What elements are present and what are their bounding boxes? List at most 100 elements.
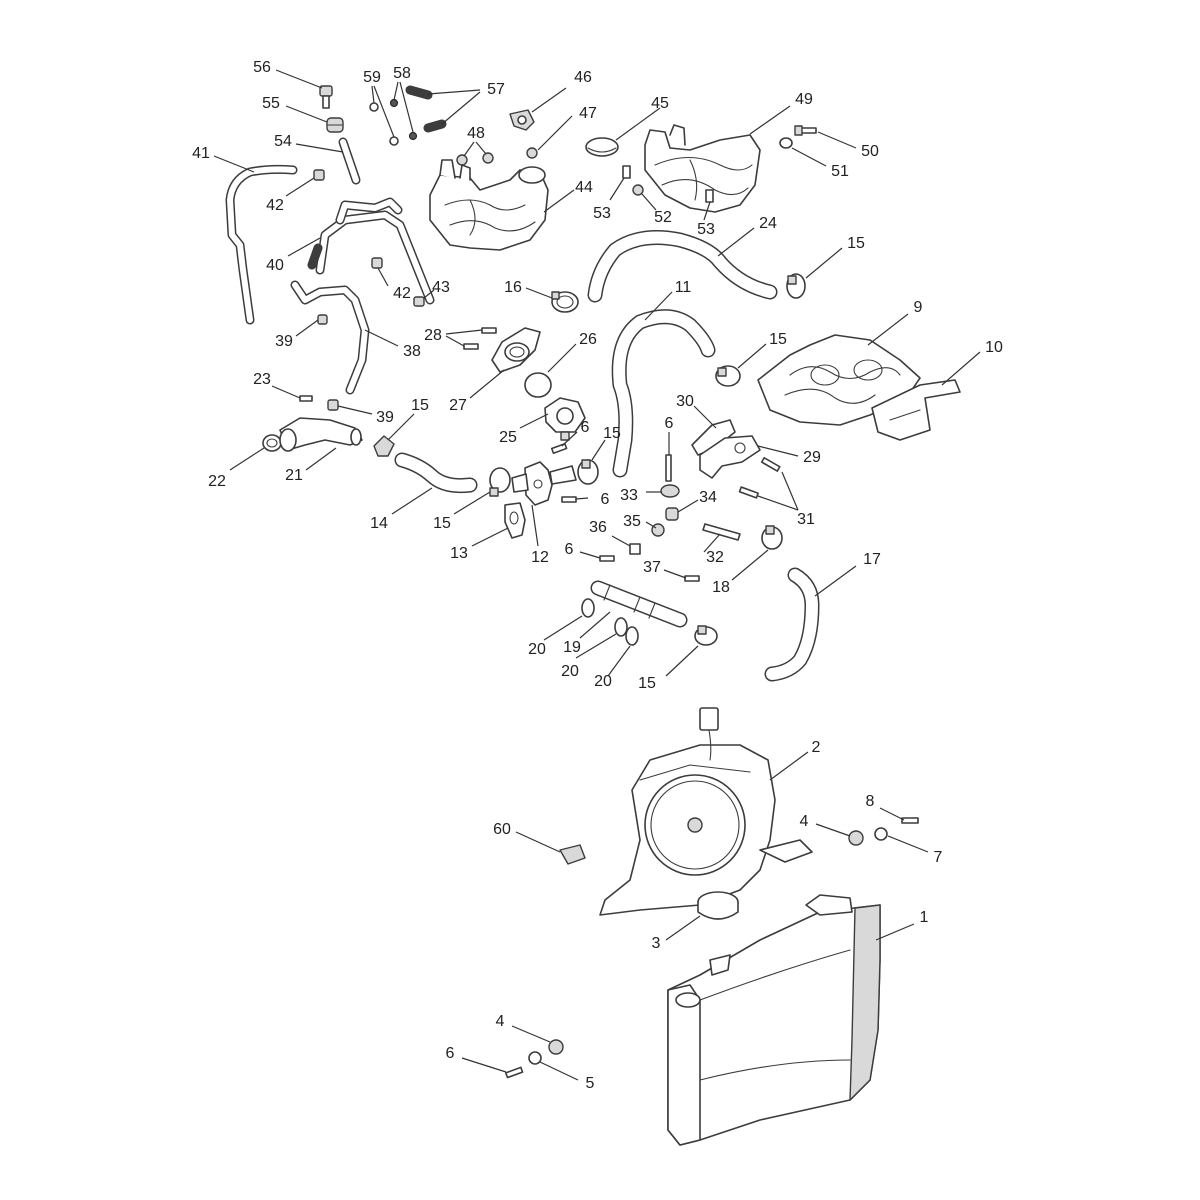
callout-27: 27 xyxy=(449,397,467,414)
part-7-washer xyxy=(874,827,888,841)
part-10-bracket xyxy=(871,379,961,441)
part-37-bolt xyxy=(684,575,700,582)
part-28-bolts xyxy=(463,327,497,350)
callout-15-pipe: 15 xyxy=(638,675,656,692)
callout-10: 10 xyxy=(985,339,1003,356)
part-42-clip-b xyxy=(371,257,383,269)
part-58-nuts xyxy=(389,98,418,141)
part-25-thermostat xyxy=(544,397,586,441)
part-33-washer xyxy=(660,484,680,498)
callout-6-radiator: 6 xyxy=(446,1045,455,1062)
part-23-bolt xyxy=(299,395,313,402)
part-20-o-ring-a xyxy=(581,598,595,618)
part-18-clamp xyxy=(761,525,783,550)
part-24-hose xyxy=(587,230,778,303)
callout-6-thermostat: 6 xyxy=(581,419,590,436)
part-54-tube xyxy=(338,137,361,185)
callout-41: 41 xyxy=(192,145,210,162)
part-9-cover-plate xyxy=(757,334,921,426)
callout-12: 12 xyxy=(531,549,549,566)
callout-43: 43 xyxy=(432,279,450,296)
callout-5: 5 xyxy=(586,1075,595,1092)
part-6-bolt-a xyxy=(550,442,568,455)
part-35-nut xyxy=(651,523,665,537)
parts-layer xyxy=(225,85,961,1146)
part-2-fan-assembly xyxy=(599,707,813,916)
part-20-o-ring-b xyxy=(614,617,628,637)
callout-23: 23 xyxy=(253,371,271,388)
callout-9: 9 xyxy=(914,299,923,316)
part-51-washer xyxy=(779,137,793,149)
callout-17: 17 xyxy=(863,551,881,568)
part-55-grommet xyxy=(326,117,344,133)
callout-20-b: 20 xyxy=(561,663,579,680)
callout-48: 48 xyxy=(467,125,485,142)
part-6-bolt-b xyxy=(561,496,577,503)
part-52-nut xyxy=(632,184,644,196)
part-50-bolt xyxy=(794,125,817,136)
callout-7: 7 xyxy=(934,849,943,866)
part-12-outlet-fitting xyxy=(511,461,577,506)
part-32-link xyxy=(702,523,741,541)
part-20-o-ring-c xyxy=(625,626,639,646)
part-39-clip-a xyxy=(317,314,328,325)
callout-25: 25 xyxy=(499,429,517,446)
callout-60: 60 xyxy=(493,821,511,838)
part-41-hose xyxy=(225,164,298,325)
part-59-washers xyxy=(369,102,399,146)
part-22-o-ring xyxy=(262,434,282,452)
callout-15-hose11: 15 xyxy=(769,331,787,348)
callout-18: 18 xyxy=(712,579,730,596)
part-60-clip xyxy=(559,844,586,865)
callout-45: 45 xyxy=(651,95,669,112)
callout-37: 37 xyxy=(643,559,661,576)
callout-57: 57 xyxy=(487,81,505,98)
callout-6-spacer: 6 xyxy=(565,541,574,558)
callout-38: 38 xyxy=(403,343,421,360)
callout-11: 11 xyxy=(675,279,692,296)
callout-30: 30 xyxy=(676,393,694,410)
part-26-o-ring xyxy=(524,372,552,398)
callout-39-a: 39 xyxy=(275,333,293,350)
callout-15-hose24: 15 xyxy=(847,235,865,252)
part-16-clamp xyxy=(551,291,579,313)
part-45-cap xyxy=(585,137,619,157)
callout-32: 32 xyxy=(706,549,724,566)
part-56-screw xyxy=(319,85,333,109)
callout-3: 3 xyxy=(652,935,661,952)
callout-16: 16 xyxy=(504,279,522,296)
callout-20-a: 20 xyxy=(528,641,546,658)
part-30-gasket xyxy=(691,419,736,456)
part-15-clamp-e xyxy=(715,365,741,387)
callout-6-outlet: 6 xyxy=(601,491,610,508)
callout-42-b: 42 xyxy=(393,285,411,302)
callout-6-fitting: 6 xyxy=(665,415,674,432)
part-44-expansion-tank xyxy=(429,159,549,251)
part-38-hose xyxy=(290,280,370,395)
callout-8: 8 xyxy=(866,793,875,810)
part-17-hose xyxy=(764,567,820,682)
part-4-grommet-a xyxy=(848,830,864,846)
callout-52: 52 xyxy=(654,209,672,226)
part-3-radiator-cap xyxy=(697,891,739,920)
part-49-tank-cover xyxy=(644,124,761,213)
callout-21: 21 xyxy=(285,467,303,484)
part-13-gasket xyxy=(504,502,526,539)
part-15-clamp-f xyxy=(694,625,718,646)
callout-26: 26 xyxy=(579,331,597,348)
callout-53-a: 53 xyxy=(593,205,611,222)
part-48-nuts xyxy=(456,152,494,166)
part-36-spacer xyxy=(629,543,641,555)
part-15-clamp-b xyxy=(489,467,511,497)
part-14-hose xyxy=(394,452,478,494)
part-47-nut xyxy=(526,147,538,159)
part-53-spacer-a xyxy=(622,165,631,179)
callout-14: 14 xyxy=(370,515,388,532)
part-46-fitting xyxy=(509,109,535,131)
part-43-nut xyxy=(413,296,425,307)
part-15-clamp-c xyxy=(577,459,599,485)
part-42-clip-a xyxy=(313,169,325,181)
callout-33: 33 xyxy=(620,487,638,504)
callout-36: 36 xyxy=(589,519,607,536)
